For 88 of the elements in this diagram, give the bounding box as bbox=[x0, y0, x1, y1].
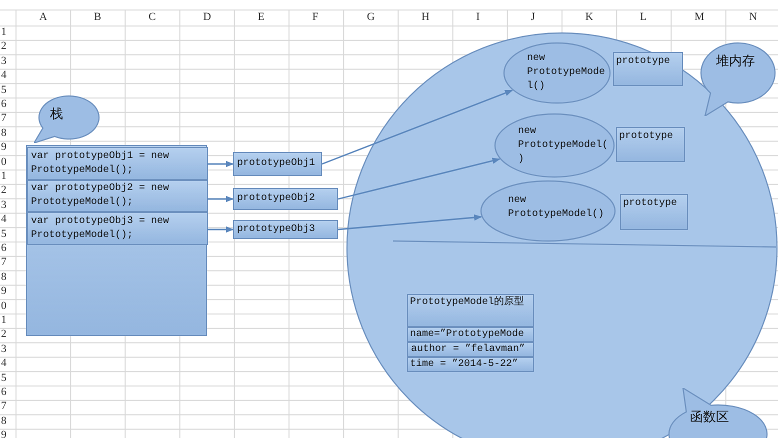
prototype-box bbox=[620, 194, 688, 230]
code-text: prototype bbox=[619, 130, 674, 144]
column-header: M bbox=[694, 11, 704, 23]
code-text: new PrototypeModel() bbox=[518, 125, 610, 167]
arrow bbox=[207, 196, 234, 202]
column-header: C bbox=[148, 11, 156, 23]
row-number: 1 bbox=[1, 170, 6, 182]
row-number: 5 bbox=[1, 372, 6, 384]
row-number: 6 bbox=[1, 242, 6, 254]
column-header: N bbox=[749, 11, 758, 23]
arrow bbox=[338, 214, 482, 230]
row-number: 3 bbox=[1, 198, 6, 211]
row-number: 9 bbox=[1, 141, 6, 154]
column-header: L bbox=[640, 11, 647, 23]
row-number: 2 bbox=[1, 40, 6, 52]
speech-bubble bbox=[668, 388, 769, 438]
code-text: var prototypeObj1 = new PrototypeModel(); bbox=[31, 150, 170, 178]
row-number: 7 bbox=[1, 400, 6, 412]
speech-bubble bbox=[700, 42, 777, 116]
stack-box bbox=[26, 145, 207, 336]
column-header: D bbox=[203, 11, 212, 23]
row-number: 1 bbox=[1, 314, 6, 326]
variable-box bbox=[233, 220, 338, 239]
row-number: 4 bbox=[1, 213, 6, 226]
row-number: 4 bbox=[1, 69, 6, 82]
row-number: 7 bbox=[1, 112, 6, 124]
code-text: prototype bbox=[623, 197, 678, 211]
code-text: name=”PrototypeMode bbox=[410, 328, 524, 342]
column-header: J bbox=[530, 11, 535, 23]
prototype-box bbox=[613, 52, 683, 86]
object-ellipse bbox=[503, 42, 611, 104]
arrow bbox=[207, 160, 234, 168]
code-box bbox=[27, 212, 208, 245]
row-number: 7 bbox=[1, 256, 6, 268]
row-number: 1 bbox=[1, 26, 6, 38]
code-text: prototype bbox=[616, 55, 672, 69]
column-header: F bbox=[312, 11, 318, 23]
column-header: K bbox=[585, 11, 594, 23]
code-text: var prototypeObj3 = new PrototypeModel(); bbox=[31, 215, 170, 243]
code-box bbox=[27, 180, 208, 212]
callout-text: 函数区 bbox=[690, 409, 730, 426]
row-number: 0 bbox=[1, 156, 6, 168]
row-number: 5 bbox=[1, 228, 6, 240]
variable-box bbox=[233, 188, 338, 210]
object-ellipse bbox=[494, 113, 615, 178]
object-ellipse bbox=[480, 180, 616, 242]
code-text: new PrototypeModel() bbox=[508, 194, 606, 222]
code-text: time = ”2014-5-22” bbox=[410, 358, 518, 372]
callout-text: 栈 bbox=[50, 106, 64, 123]
code-text: author = ”felavman” bbox=[411, 343, 526, 357]
column-header: H bbox=[422, 11, 430, 23]
code-text: prototypeObj2 bbox=[237, 192, 316, 206]
column-header: I bbox=[476, 11, 480, 23]
speech-bubble bbox=[34, 95, 100, 143]
code-text: var prototypeObj2 = new PrototypeModel(); bbox=[31, 182, 170, 210]
arrow bbox=[338, 158, 500, 200]
code-box bbox=[27, 147, 208, 180]
row-number: 2 bbox=[1, 328, 6, 340]
callout-text: 堆内存 bbox=[716, 53, 756, 70]
column-header: A bbox=[39, 11, 48, 23]
row-number: 8 bbox=[1, 414, 6, 427]
row-number: 4 bbox=[1, 357, 6, 370]
code-text: prototypeObj1 bbox=[237, 157, 316, 171]
row-number: 9 bbox=[1, 285, 6, 298]
table-cell bbox=[407, 342, 534, 357]
row-number: 6 bbox=[1, 386, 6, 398]
column-header: G bbox=[366, 11, 375, 23]
row-number: 9 bbox=[1, 429, 6, 438]
row-number: 0 bbox=[1, 300, 6, 312]
row-number: 6 bbox=[1, 98, 6, 110]
row-number: 2 bbox=[1, 184, 6, 196]
table-cell bbox=[407, 327, 534, 342]
column-header: E bbox=[258, 11, 264, 23]
table-cell bbox=[407, 357, 534, 372]
arrow bbox=[207, 226, 234, 233]
row-number: 3 bbox=[1, 54, 6, 67]
code-text: PrototypeModel的原型 bbox=[410, 296, 526, 310]
row-number: 8 bbox=[1, 126, 6, 139]
code-text: prototypeObj3 bbox=[237, 223, 316, 237]
row-number: 5 bbox=[1, 84, 6, 96]
row-number: 3 bbox=[1, 342, 6, 355]
column-header: B bbox=[94, 11, 102, 23]
arrow bbox=[322, 90, 513, 165]
variable-box bbox=[233, 152, 322, 176]
row-number: 8 bbox=[1, 270, 6, 283]
code-text: new PrototypeModel() bbox=[527, 52, 606, 94]
table-cell bbox=[407, 294, 534, 327]
prototype-box bbox=[616, 127, 685, 162]
